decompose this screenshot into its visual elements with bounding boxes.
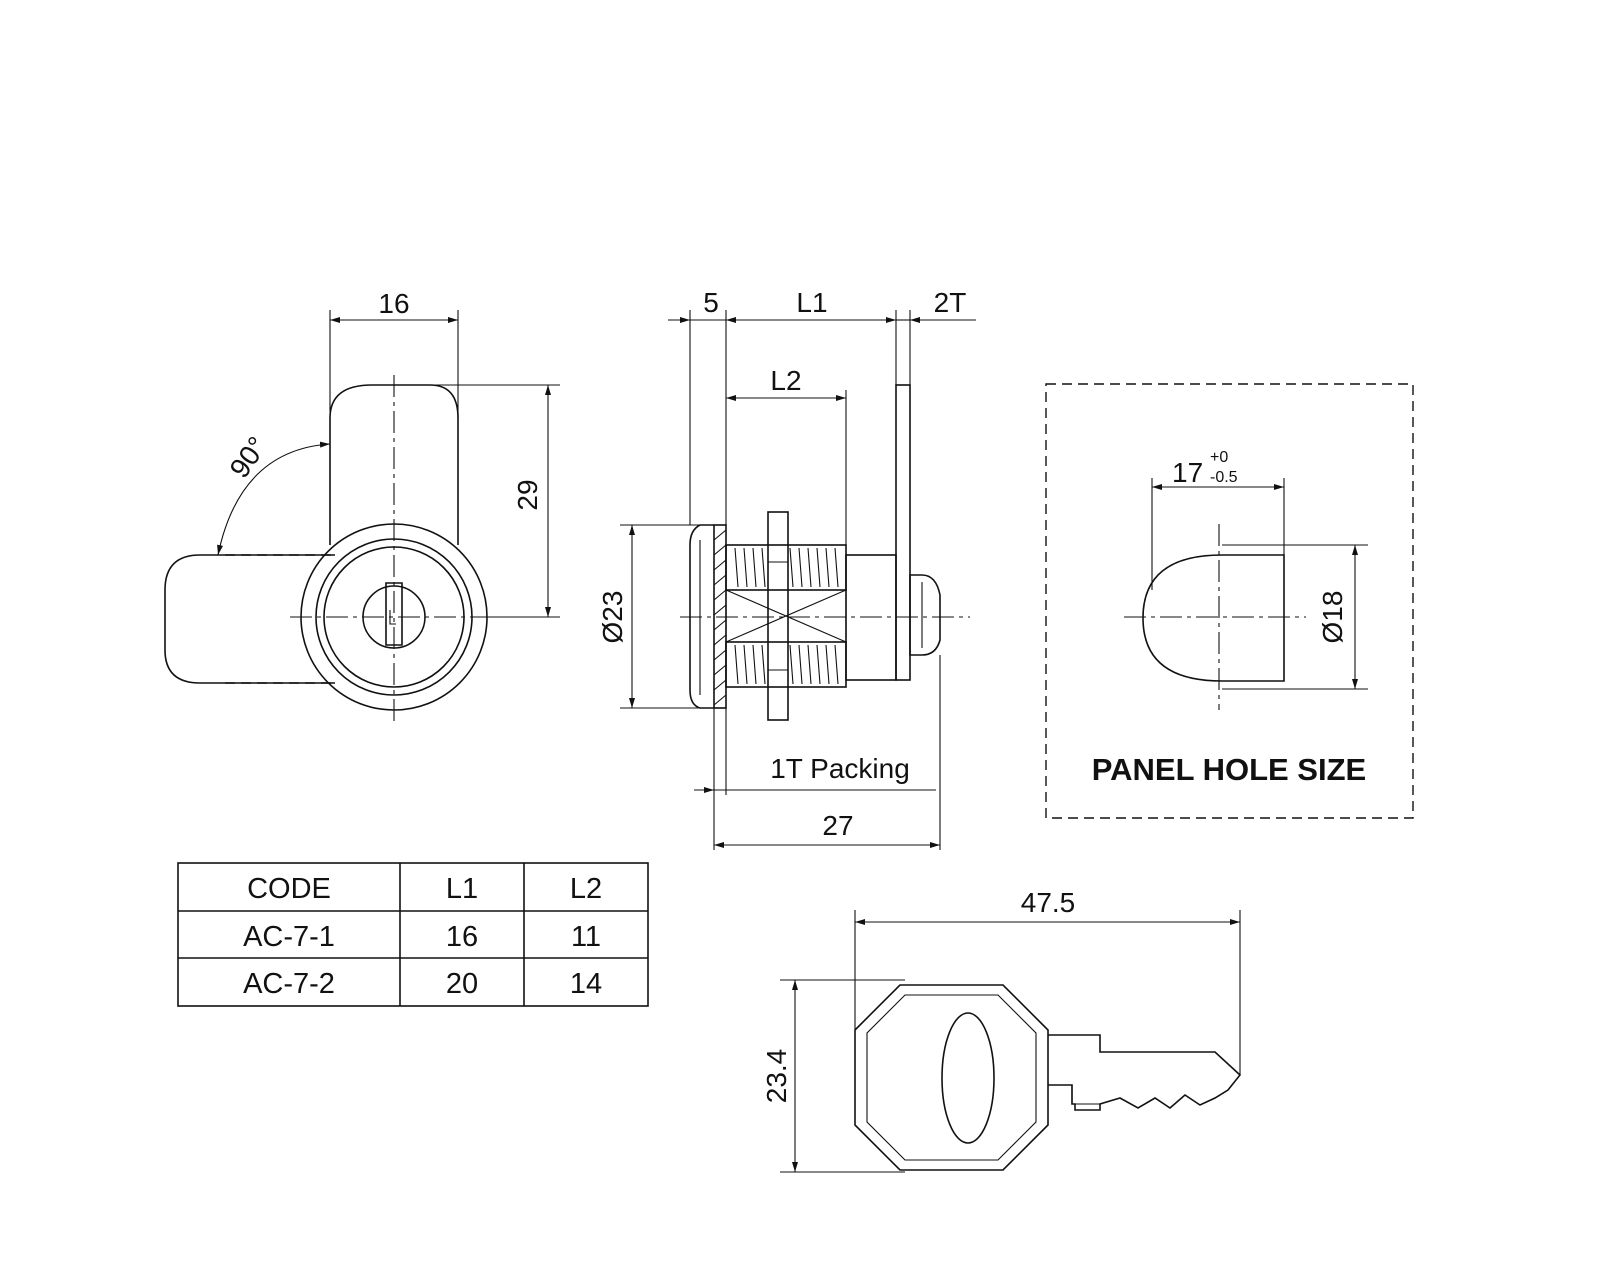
side-view: 5 L1 2T L2 Ø23 1T Packing 27 — [597, 287, 976, 850]
end-screw — [909, 574, 941, 656]
table-cell: AC-7-2 — [243, 968, 335, 1000]
key-height-dim: 23.4 — [761, 1049, 792, 1104]
table-cell: 16 — [446, 921, 478, 953]
packing-label: 1T Packing — [770, 753, 910, 784]
table-header-l2: L2 — [570, 873, 602, 905]
table-header-l1: L1 — [446, 873, 478, 905]
table-cell: 20 — [446, 968, 478, 1000]
nut — [767, 511, 789, 721]
panel-diameter-dim: Ø18 — [1317, 591, 1348, 644]
key-blade — [1048, 1034, 1242, 1111]
panel-hole: 17 +0 -0.5 Ø18 PANEL HOLE SIZE — [1045, 383, 1414, 819]
table-cell: 14 — [570, 968, 602, 1000]
table-cell: AC-7-1 — [243, 921, 335, 953]
key-view: 47.5 23.4 — [761, 887, 1242, 1173]
table-header-code: CODE — [247, 873, 331, 905]
dim-L2: L2 — [770, 365, 801, 396]
code-table: CODE L1 L2 AC-7-1 16 11 AC-7-2 20 14 — [177, 862, 649, 1007]
key-length-dim: 47.5 — [1021, 887, 1076, 918]
dim-L1: L1 — [796, 287, 827, 318]
panel-tol-plus: +0 — [1210, 449, 1228, 466]
panel-width-dim: 17 — [1172, 457, 1203, 488]
cam-plate — [895, 384, 911, 681]
dim-27: 27 — [822, 810, 853, 841]
key-head-inner — [866, 994, 1037, 1161]
dim-2T: 2T — [934, 287, 967, 318]
cam-rotated-outline — [164, 554, 335, 684]
panel-hole-title: PANEL HOLE SIZE — [1092, 752, 1366, 787]
panel-tol-minus: -0.5 — [1210, 469, 1238, 486]
cam-upright-outline — [329, 384, 459, 545]
dim-diameter-23: Ø23 — [597, 591, 628, 644]
panel-hole-frame — [1045, 383, 1414, 819]
panel-hole-outline — [1142, 554, 1285, 682]
keyway — [385, 582, 403, 646]
width-dim: 16 — [378, 288, 409, 319]
rotation-dim: 90° — [224, 431, 274, 483]
key-head-outer — [854, 984, 1049, 1171]
dim-5: 5 — [703, 287, 719, 318]
height-dim: 29 — [512, 479, 543, 510]
front-view: 90° 16 29 — [164, 288, 560, 725]
table-cell: 11 — [571, 921, 601, 953]
key-hole — [941, 1012, 995, 1144]
